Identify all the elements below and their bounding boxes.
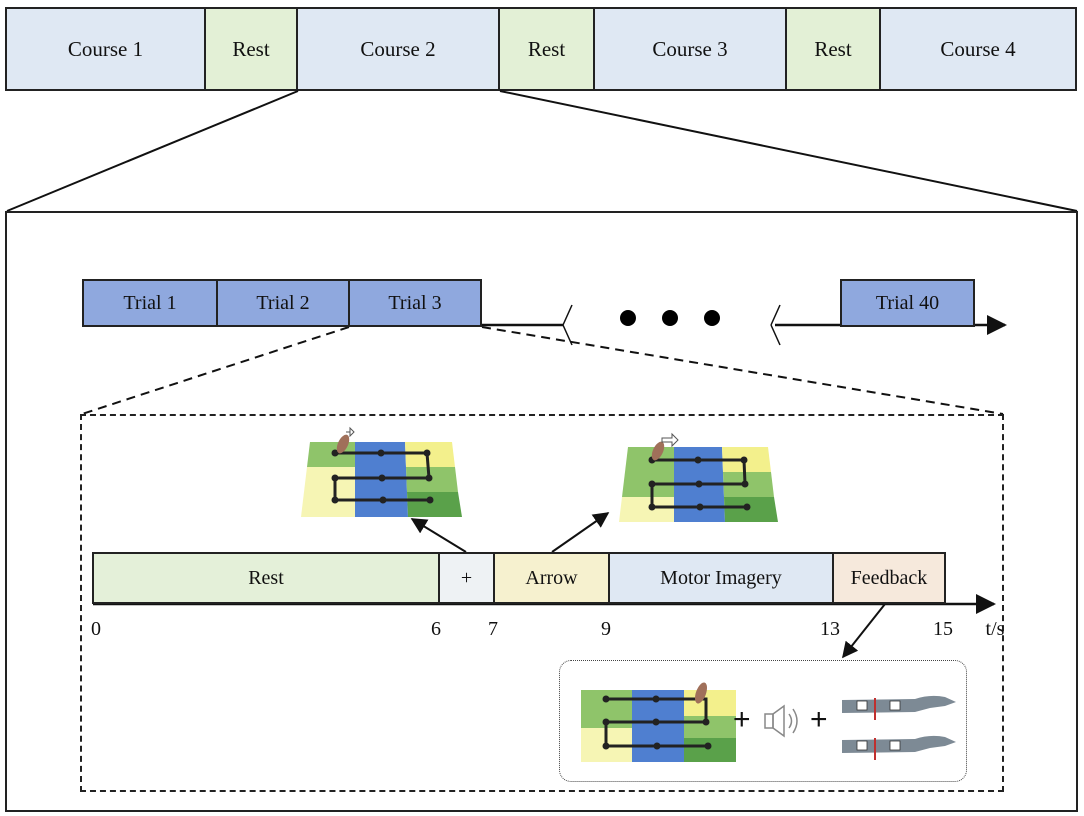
tick-label: 0 [91,618,101,640]
phase-fixation: + [438,552,493,604]
rest-label-3: Rest [814,36,852,61]
axis-break-left [562,304,573,346]
arrow-to-feedback [842,603,886,659]
zoom-line-right [499,90,1078,212]
axis-break-right [770,304,781,346]
grid-image-1 [301,426,462,517]
course-segment-1: Course 1 [7,9,206,89]
trial-label-40: Trial 40 [875,291,940,314]
speaker-icon [764,704,798,738]
tick-label: 15 [933,618,953,640]
course-segment-4: Course 4 [881,9,1075,89]
phase-motor-imagery: Motor Imagery [608,552,832,604]
plus-sign: + [810,703,828,736]
arm-icon [842,695,956,760]
phase-label-fixation: + [460,566,473,589]
course-label-1: Course 1 [67,36,144,61]
trial-2: Trial 2 [216,279,350,327]
trial-1: Trial 1 [82,279,218,327]
course-segment-2: Course 2 [298,9,500,89]
trial-label-3: Trial 3 [388,291,442,314]
course-label-3: Course 3 [652,36,728,61]
course-label-2: Course 2 [360,36,436,61]
course-bar: Course 1 Rest Course 2 Rest Course 3 Res… [5,7,1077,91]
phase-feedback: Feedback [832,552,946,604]
trial-3: Trial 3 [348,279,482,327]
tick-label: 13 [820,618,840,640]
course-segment-3: Course 3 [595,9,787,89]
rest-segment-3: Rest [787,9,881,89]
trial-detail-box [80,414,1004,792]
time-unit-label: t/s [985,618,1005,640]
tick-label: 7 [488,618,498,640]
phase-label-motor-imagery: Motor Imagery [660,566,782,589]
course-detail-box [5,211,1078,812]
trial-label-2: Trial 2 [256,291,310,314]
phase-label-rest: Rest [248,566,284,589]
trial-40: Trial 40 [840,279,975,327]
arrow-to-grid-1 [410,518,467,553]
trial-zoom-right [481,326,1004,415]
phase-label-feedback: Feedback [850,566,928,589]
grid-image-2 [619,432,778,522]
dot [704,310,720,326]
feedback-box [559,660,967,782]
phase-rest: Rest [92,552,438,604]
dot [620,310,636,326]
ellipsis-dots [620,310,720,326]
rest-segment-2: Rest [500,9,595,89]
zoom-line-left [6,90,299,212]
trial-label-1: Trial 1 [123,291,177,314]
rest-label-1: Rest [232,36,270,61]
trial-zoom-left [81,326,350,415]
arrow-to-grid-2 [551,512,610,553]
course-label-4: Course 4 [940,36,1016,61]
plus-sign: + [733,703,751,736]
dot [662,310,678,326]
rest-segment-1: Rest [206,9,298,89]
tick-label: 9 [601,618,611,640]
feedback-grid-image [581,682,736,762]
rest-label-2: Rest [527,36,566,61]
phase-arrow: Arrow [493,552,608,604]
tick-label: 6 [431,618,441,640]
phase-label-arrow: Arrow [525,566,578,589]
